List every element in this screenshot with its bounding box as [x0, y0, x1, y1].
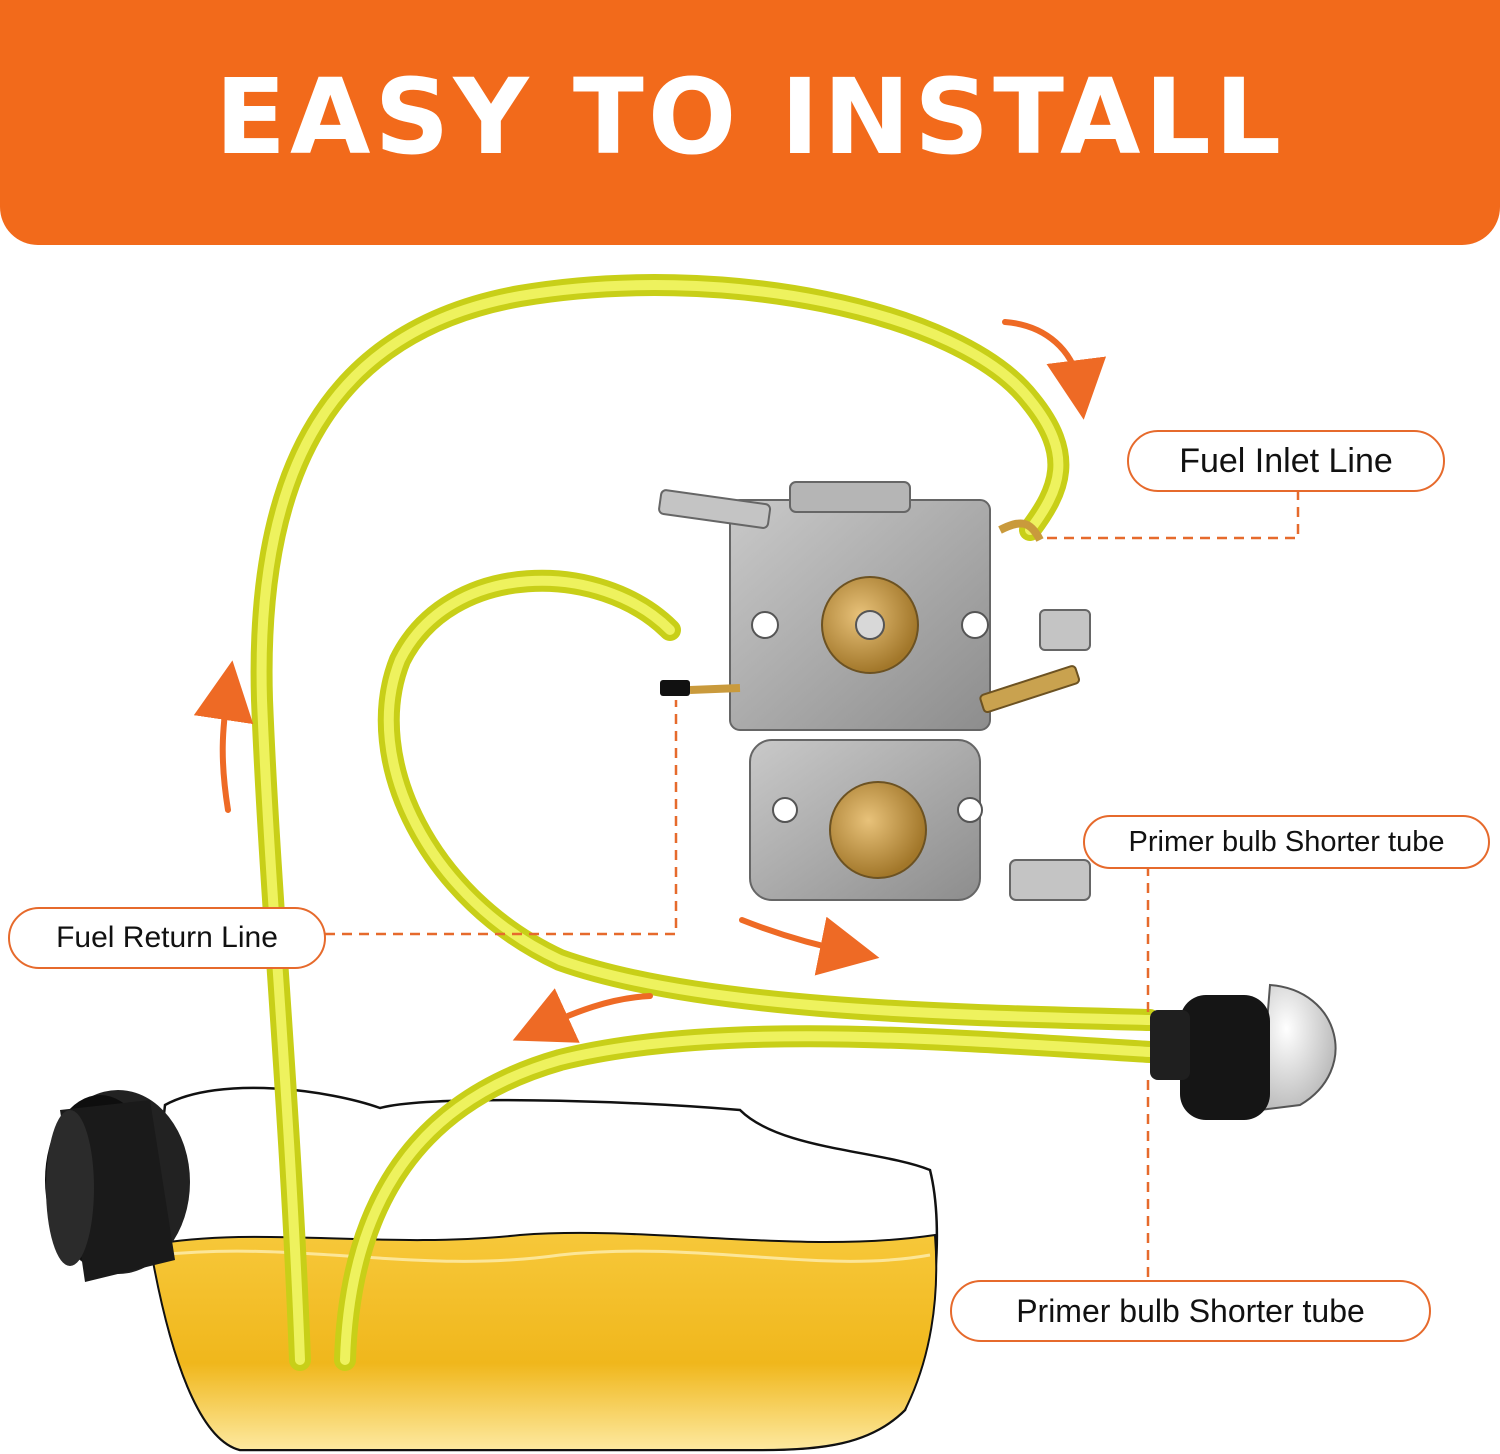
- callout-fuel-inlet-line: Fuel Inlet Line: [1127, 430, 1445, 492]
- callout-primer-bulb-lower: Primer bulb Shorter tube: [950, 1280, 1431, 1342]
- callout-primer-lower-label: Primer bulb Shorter tube: [1016, 1292, 1365, 1329]
- flow-arrows: [193, 319, 1107, 1043]
- callout-fuel-return-label: Fuel Return Line: [56, 921, 278, 954]
- callout-fuel-return-line: Fuel Return Line: [8, 907, 326, 969]
- primer-tube-lower: [334, 1025, 1161, 1371]
- primer-tube-upper: [377, 569, 1161, 1031]
- tank-cap: [45, 1090, 190, 1282]
- curved-arrow-icon: [739, 916, 880, 976]
- fuel-tank: [148, 1086, 939, 1452]
- primer-bulb: [1150, 983, 1337, 1120]
- curved-arrow-icon: [1002, 319, 1107, 420]
- carburetor: [658, 481, 1091, 901]
- leader-lines: [325, 490, 1300, 1280]
- callout-primer-bulb-upper: Primer bulb Shorter tube: [1083, 815, 1490, 869]
- banner-title: EASY TO INSTALL: [214, 55, 1286, 178]
- callout-primer-upper-label: Primer bulb Shorter tube: [1128, 825, 1445, 858]
- callout-fuel-inlet-label: Fuel Inlet Line: [1179, 441, 1393, 480]
- header-banner: EASY TO INSTALL: [0, 0, 1500, 245]
- curved-arrow-icon: [193, 660, 254, 813]
- curved-arrow-icon: [512, 988, 653, 1043]
